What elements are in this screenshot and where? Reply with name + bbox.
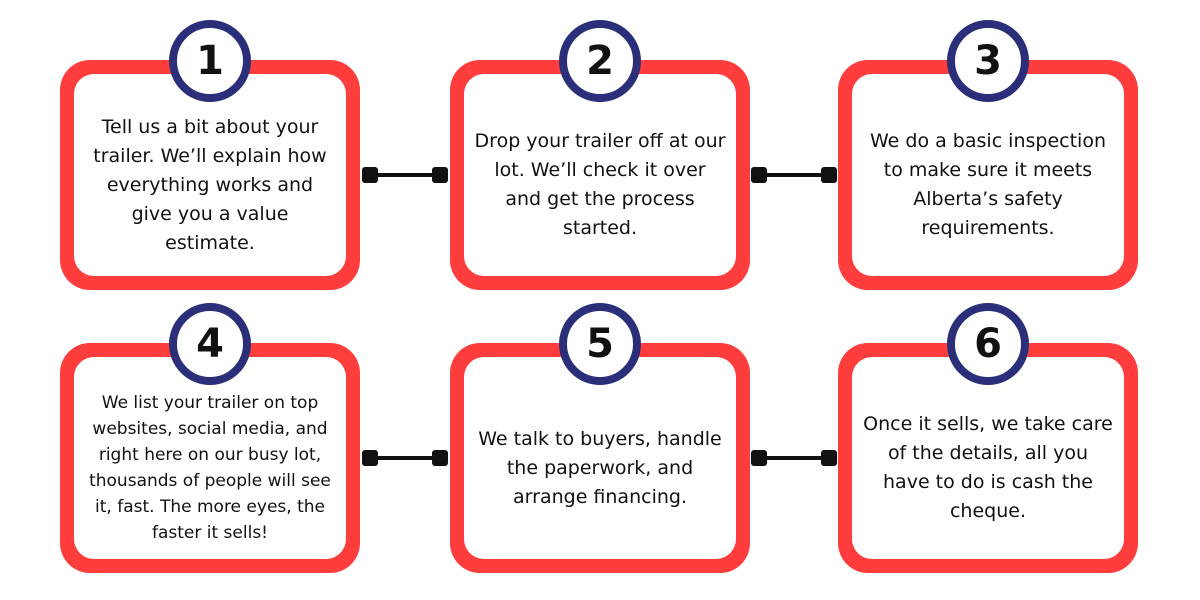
step-number-badge-1: 1 [169,20,251,102]
step-text-3: We do a basic inspection to make sure it… [870,130,1106,239]
step-text-6: Once it sells, we take care of the detai… [863,413,1113,522]
connector-line [370,456,440,460]
step-number-badge-3: 3 [947,20,1029,102]
step-text-5: We talk to buyers, handle the paperwork,… [478,427,722,508]
connector-1-2 [362,166,448,184]
connector-cap-left [751,167,767,183]
connector-line [370,173,440,177]
step-number-badge-6: 6 [947,303,1029,385]
step-number-badge-5: 5 [559,303,641,385]
connector-4-5 [362,449,448,467]
step-card-body: Tell us a bit about your trailer. We’ll … [74,74,346,276]
connector-line [759,173,829,177]
step-card-6: Once it sells, we take care of the detai… [838,343,1138,573]
step-number-badge-4: 4 [169,303,251,385]
step-card-body: Drop your trailer off at our lot. We’ll … [464,74,736,276]
connector-line [759,456,829,460]
connector-2-3 [751,166,837,184]
step-number-badge-2: 2 [559,20,641,102]
step-card-body: Once it sells, we take care of the detai… [852,357,1124,559]
connector-cap-left [751,450,767,466]
step-card-2: Drop your trailer off at our lot. We’ll … [450,60,750,290]
connector-cap-left [362,167,378,183]
connector-cap-right [432,167,448,183]
step-card-5: We talk to buyers, handle the paperwork,… [450,343,750,573]
step-card-body: We talk to buyers, handle the paperwork,… [464,357,736,559]
step-text-1: Tell us a bit about your trailer. We’ll … [93,115,327,254]
connector-cap-right [821,167,837,183]
connector-cap-left [362,450,378,466]
connector-cap-right [432,450,448,466]
step-card-body: We list your trailer on top websites, so… [74,357,346,559]
connector-cap-right [821,450,837,466]
step-text-4: We list your trailer on top websites, so… [89,393,331,543]
connector-5-6 [751,449,837,467]
step-card-body: We do a basic inspection to make sure it… [852,74,1124,276]
step-card-3: We do a basic inspection to make sure it… [838,60,1138,290]
step-text-2: Drop your trailer off at our lot. We’ll … [474,130,726,239]
